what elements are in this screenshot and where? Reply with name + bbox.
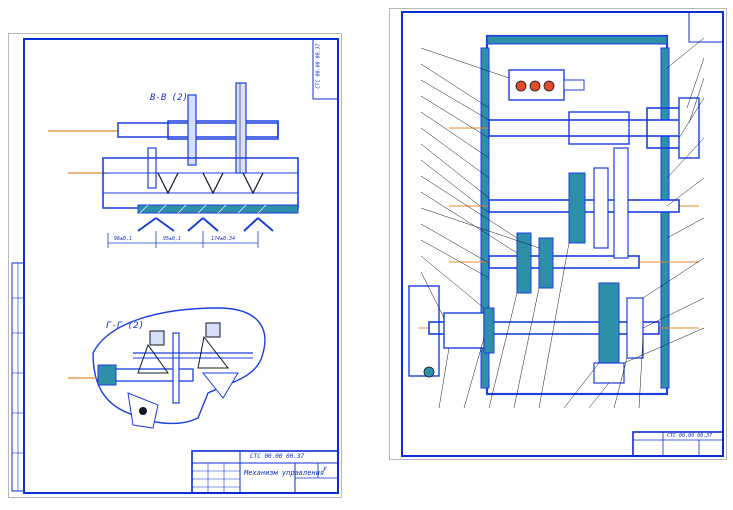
input-shaft	[488, 119, 690, 137]
title-block-code: СТС 00.00 00.37	[250, 453, 305, 460]
title-block-code-right: СТС 00.00 00.37	[667, 433, 713, 439]
upper-shaft	[117, 122, 279, 138]
drawing-sheet-left: В-В (2) Г-Г (2) 96±0,1 95±0,1 174±0,34 С…	[8, 33, 342, 498]
right-sheet-drawing	[389, 8, 727, 460]
corner-stamp	[312, 38, 339, 100]
gearbox-assembly	[408, 34, 700, 396]
leader-lines-left	[420, 47, 540, 319]
leader-lines-right	[623, 37, 705, 364]
title-block-name: Механизм управления	[244, 469, 325, 477]
dimension-label-1: 96±0,1	[114, 236, 133, 242]
title-block-stage: У	[323, 466, 327, 473]
sheet-frame	[401, 11, 724, 457]
dimension-label-3: 174±0,34	[211, 236, 236, 242]
leader-lines-bottom	[438, 242, 644, 409]
section-view-b	[48, 82, 299, 248]
section-label-g: Г-Г (2)	[106, 321, 144, 331]
view-outline	[92, 307, 266, 425]
dimension-label-2: 95±0,1	[163, 236, 182, 242]
section-label-b: В-В (2)	[150, 93, 188, 103]
left-sheet-drawing	[8, 33, 342, 498]
side-stamp-code: СТС 00.00 00.37	[315, 43, 322, 89]
section-view-g	[68, 307, 266, 429]
housing-b	[102, 157, 299, 209]
drawing-sheet-right: СТС 00.00 00.37	[389, 8, 727, 460]
sheet-outer-border	[8, 33, 342, 498]
corner-stamp	[688, 11, 724, 43]
sheet-frame	[23, 38, 339, 494]
title-block-right	[632, 431, 724, 457]
title-block-left	[191, 450, 339, 494]
sheet-outer-border	[389, 8, 727, 460]
